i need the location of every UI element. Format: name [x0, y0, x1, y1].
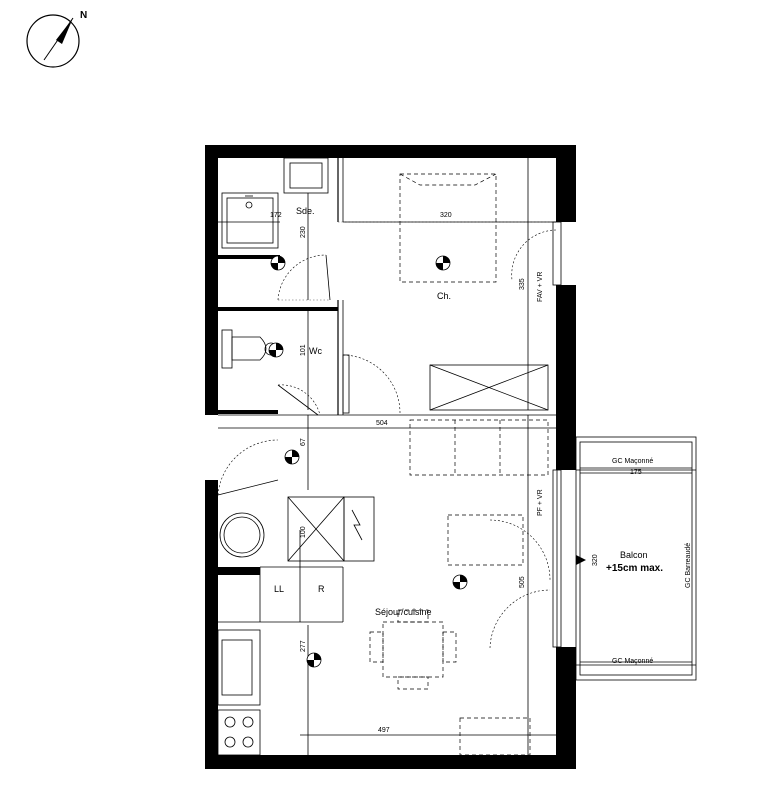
sofa-outline [409, 419, 549, 476]
balcony-label-gc-maconne-top: GC Maçonné [612, 458, 653, 465]
dining-table [382, 621, 444, 678]
room-label-r: R [318, 584, 325, 594]
water-heater-icon [219, 512, 265, 558]
dim-100: 100 [300, 526, 307, 538]
kitchen-counter [217, 629, 261, 706]
dim-230: 230 [300, 226, 307, 238]
interior-walls [218, 158, 556, 623]
dim-277: 277 [300, 640, 307, 652]
electrical-panel [343, 496, 375, 562]
dim-172: 172 [270, 212, 282, 219]
room-label-balcon: Balcon [620, 550, 648, 560]
dim-320-top: 320 [440, 212, 452, 219]
north-arrow-icon [56, 18, 73, 44]
compass: N [26, 10, 87, 68]
room-label-sde: Sde. [296, 206, 315, 216]
balcony-arrow-icon [576, 555, 586, 565]
north-label: N [80, 10, 87, 21]
bedroom-window-swing [511, 229, 557, 281]
ceiling-light-icon [268, 342, 284, 358]
coffee-table [447, 514, 524, 566]
dimension-lines [218, 158, 692, 755]
exterior-walls [205, 145, 576, 769]
bedroom-door-leaf [342, 354, 350, 414]
hob-burner-icon [224, 736, 236, 748]
bathroom-fixtures [221, 157, 330, 301]
tv-unit [459, 717, 531, 756]
electrical-icon [351, 509, 363, 541]
hob-burner-icon [242, 736, 254, 748]
living-window-swing-top [489, 519, 551, 581]
dim-101: 101 [300, 344, 307, 356]
doors [217, 229, 557, 649]
balcony [575, 436, 697, 681]
room-label-ch: Ch. [437, 291, 451, 301]
hob [217, 709, 261, 756]
ceiling-light-icon [452, 574, 468, 590]
dim-175: 175 [630, 469, 642, 476]
ceiling-light-icon [270, 255, 286, 271]
shower-drain-icon [245, 201, 253, 209]
bedroom-window [552, 221, 562, 286]
hob-burner-icon [242, 716, 254, 728]
room-label-sejour: Séjour/cuisine [375, 607, 432, 617]
compass-circle [26, 14, 80, 68]
bathroom-door-swing [277, 254, 327, 301]
windows [552, 221, 562, 648]
technical-area [219, 496, 375, 562]
dim-504: 504 [376, 420, 388, 427]
wc-fixtures [221, 329, 278, 369]
dim-67: 67 [300, 438, 307, 446]
living-furniture [369, 419, 549, 756]
dim-505: 505 [519, 576, 526, 588]
dim-497: 497 [378, 727, 390, 734]
shower-tray-icon [221, 192, 279, 249]
window-label-fav-vr: FAV + VR [537, 272, 544, 302]
balcony-label-gc-maconne-bottom: GC Maçonné [612, 658, 653, 665]
living-window-swing-bottom [489, 589, 551, 649]
balcony-label-gc-barreaude: GC Barreaudé [685, 543, 692, 588]
window-label-pf-vr: PF + VR [537, 489, 544, 516]
room-label-wc: Wc [309, 346, 322, 356]
hob-burner-icon [224, 716, 236, 728]
dim-320-balcon: 320 [592, 554, 599, 566]
entry-door-swing [217, 439, 279, 496]
wc-door-swing [277, 384, 321, 416]
toilet-icon [231, 336, 267, 361]
kitchen-fixtures [217, 629, 261, 756]
bedroom-door-swing [342, 354, 401, 414]
bedroom-furniture [399, 173, 549, 411]
room-label-ll: LL [274, 584, 284, 594]
ceiling-light-icon [435, 255, 451, 271]
sink-icon [289, 162, 323, 189]
electrical-points [268, 255, 468, 668]
wardrobe [429, 364, 549, 411]
dim-335: 335 [519, 278, 526, 290]
balcon-note: +15cm max. [606, 563, 663, 574]
kitchen-sink-icon [221, 639, 253, 696]
ceiling-light-icon [284, 449, 300, 465]
wc-tank-icon [221, 329, 233, 369]
sink-cabinet [283, 157, 329, 194]
ceiling-light-icon [306, 652, 322, 668]
bed-outline [399, 173, 497, 283]
